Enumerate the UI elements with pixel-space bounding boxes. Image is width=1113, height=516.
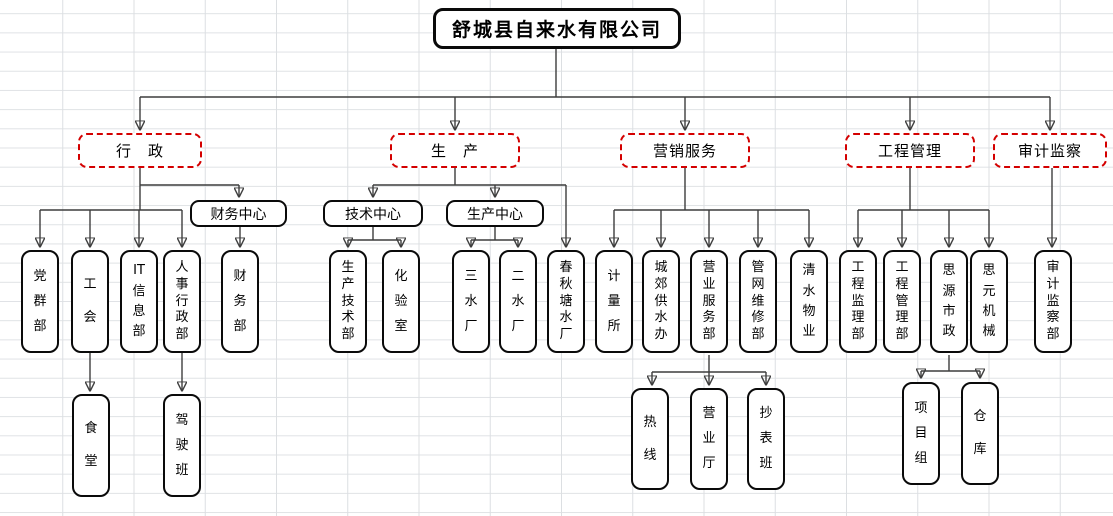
node-qingshui-property[interactable]: 清水物业 bbox=[790, 250, 828, 353]
node-siyuan-machinery[interactable]: 思元机械 bbox=[970, 250, 1008, 353]
connector-line bbox=[471, 227, 518, 241]
node-eng-supervision-dept[interactable]: 工程监理部 bbox=[839, 250, 877, 353]
node-labor-union[interactable]: 工会 bbox=[71, 250, 109, 353]
node-water-plant-3[interactable]: 三水厂 bbox=[452, 250, 490, 353]
node-business-hall[interactable]: 营业厅 bbox=[690, 388, 728, 490]
node-prod-tech-dept[interactable]: 生产技术部 bbox=[329, 250, 367, 353]
node-hr-admin-dept[interactable]: 人事行政部 bbox=[163, 250, 201, 353]
node-technology-center[interactable]: 技术中心 bbox=[323, 200, 423, 227]
node-project-team[interactable]: 项目组 bbox=[902, 382, 940, 485]
connector-line bbox=[140, 49, 1050, 98]
node-finance-dept[interactable]: 财务部 bbox=[221, 250, 259, 353]
node-division-engineering[interactable]: 工程管理 bbox=[845, 133, 975, 168]
connector-line bbox=[348, 227, 401, 241]
node-canteen[interactable]: 食堂 bbox=[72, 394, 110, 497]
node-company-title[interactable]: 舒城县自来水有限公司 bbox=[433, 8, 681, 49]
node-party-group-dept[interactable]: 党群部 bbox=[21, 250, 59, 353]
node-water-plant-2[interactable]: 二水厂 bbox=[499, 250, 537, 353]
connector-line bbox=[921, 355, 980, 372]
node-division-production[interactable]: 生 产 bbox=[390, 133, 520, 168]
node-pipe-maintenance-dept[interactable]: 管网维修部 bbox=[739, 250, 777, 353]
connector-line bbox=[373, 168, 566, 186]
node-finance-center[interactable]: 财务中心 bbox=[190, 200, 287, 227]
connector-line bbox=[40, 168, 239, 211]
connector-line bbox=[614, 168, 809, 211]
node-division-audit[interactable]: 审计监察 bbox=[993, 133, 1107, 168]
connector-line bbox=[652, 355, 766, 373]
node-business-service-dept[interactable]: 营业服务部 bbox=[690, 250, 728, 353]
node-production-center[interactable]: 生产中心 bbox=[446, 200, 544, 227]
node-suburban-water-office[interactable]: 城郊供水办 bbox=[642, 250, 680, 353]
node-metering-office[interactable]: 计量所 bbox=[595, 250, 633, 353]
node-driver-team[interactable]: 驾驶班 bbox=[163, 394, 201, 497]
node-division-marketing[interactable]: 营销服务 bbox=[620, 133, 750, 168]
node-lab[interactable]: 化验室 bbox=[382, 250, 420, 353]
node-hotline[interactable]: 热线 bbox=[631, 388, 669, 490]
connector-line bbox=[858, 168, 989, 211]
node-meter-reading-team[interactable]: 抄表班 bbox=[747, 388, 785, 490]
node-warehouse[interactable]: 仓库 bbox=[961, 382, 999, 485]
node-siyuan-municipal[interactable]: 思源市政 bbox=[930, 250, 968, 353]
node-division-admin[interactable]: 行 政 bbox=[78, 133, 202, 168]
node-audit-supervision-dept[interactable]: 审计监察部 bbox=[1034, 250, 1072, 353]
node-chunqiutang-plant[interactable]: 春秋塘水厂 bbox=[547, 250, 585, 353]
node-eng-management-dept[interactable]: 工程管理部 bbox=[883, 250, 921, 353]
